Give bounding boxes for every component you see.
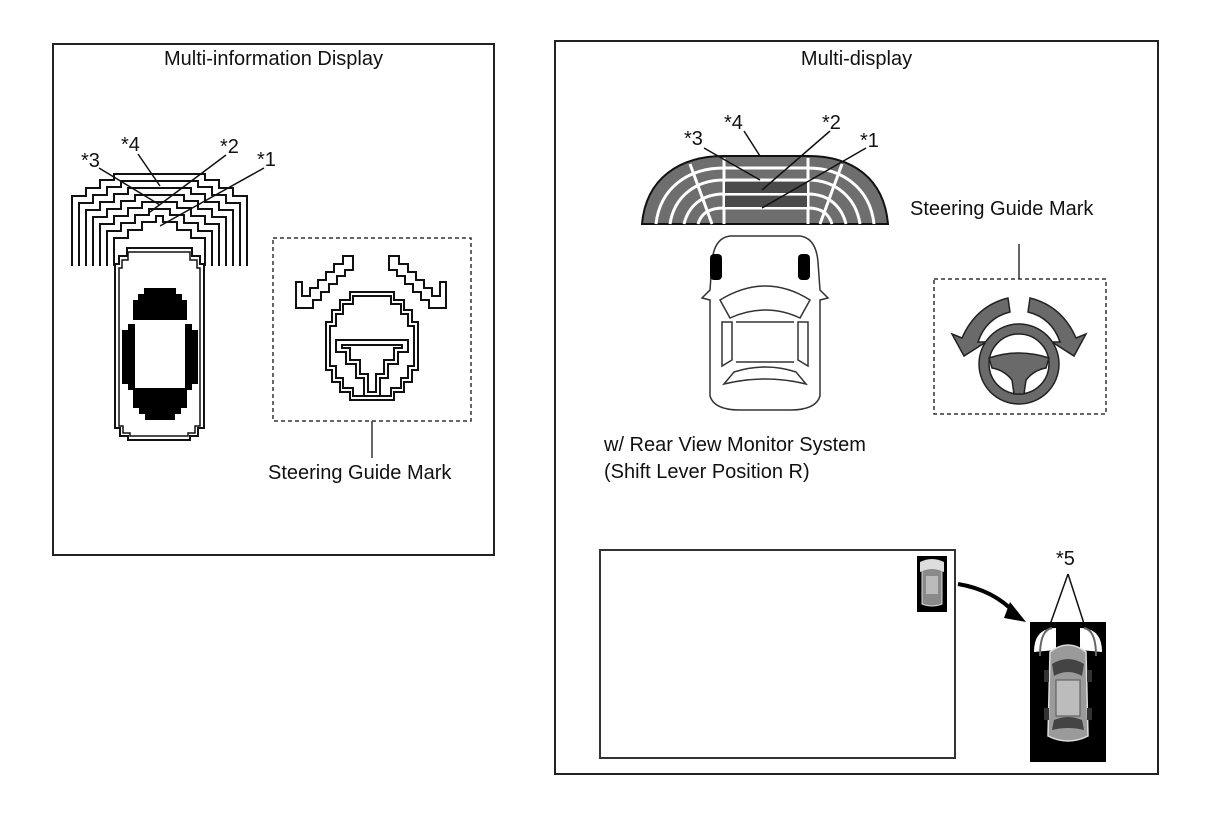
steering-guide-mark-label-right: Steering Guide Mark (910, 198, 1094, 220)
steering-guide-mark-pixel (272, 237, 472, 458)
steering-guide-mark-label-left: Steering Guide Mark (268, 462, 452, 484)
multi-display-title: Multi-display (800, 48, 913, 70)
car-top-view-pixel (114, 247, 205, 441)
rear-view-monitor-label: w/ Rear View Monitor System (604, 434, 866, 456)
callout-1: *1 (257, 149, 276, 171)
callout-1: *1 (860, 130, 879, 152)
callout-2: *2 (220, 136, 239, 158)
shift-lever-position-label: (Shift Lever Position R) (604, 461, 810, 483)
callout-3: *3 (81, 150, 100, 172)
callout-5: *5 (1056, 548, 1075, 570)
parking-sensor-arcs (71, 153, 265, 266)
callout-4: *4 (724, 112, 743, 134)
multi-information-display-title: Multi-information Display (164, 48, 383, 70)
callout-2: *2 (822, 112, 841, 134)
callout-4: *4 (121, 134, 140, 156)
mini-car-icon (920, 559, 944, 607)
callout-3: *3 (684, 128, 703, 150)
